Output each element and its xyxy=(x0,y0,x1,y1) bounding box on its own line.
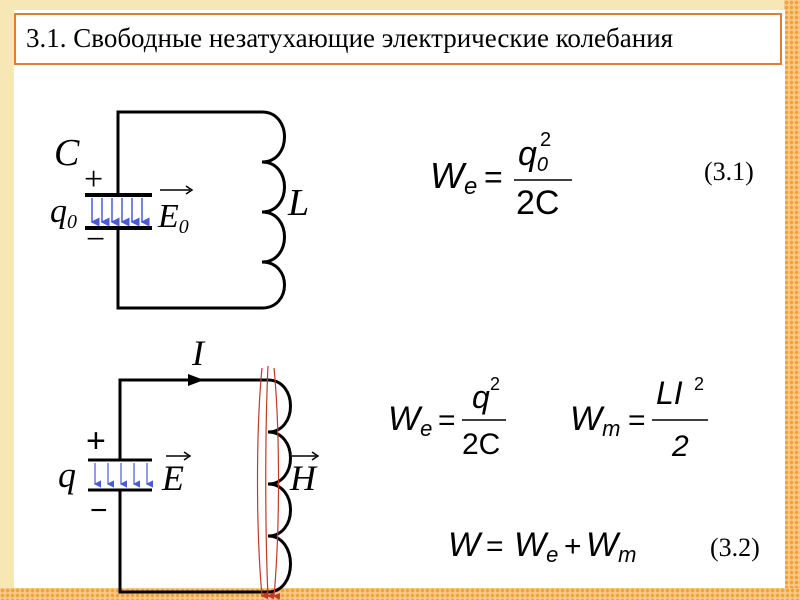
circuit1-capacitor-label: C xyxy=(54,132,80,174)
circuit1-plus-sign: + xyxy=(84,161,103,198)
eqtotal-wm-sub: m xyxy=(618,542,636,567)
slide-background xyxy=(14,10,785,588)
equation-wm: Wm = LI 2 2 xyxy=(570,374,708,463)
circuit1-wire-bottom xyxy=(116,228,262,310)
magnetic-field-lines xyxy=(256,365,281,600)
eq1-lhs-sub: e xyxy=(464,173,477,200)
title-box: 3.1. Свободные незатухающие электрически… xyxy=(14,13,782,65)
circuit2-minus-sign: − xyxy=(90,494,108,527)
eqtotal-w: W xyxy=(448,526,483,564)
magnetic-field-label: H xyxy=(289,458,318,498)
eqwe-num-sup: 2 xyxy=(490,374,500,394)
circuit2-wire-top xyxy=(118,378,268,460)
eqwm-num-sup: 2 xyxy=(694,374,704,394)
circuit2-wire-bottom xyxy=(118,490,268,594)
circuit1-charge-sub: 0 xyxy=(67,211,77,233)
circuit1-inductor-coil xyxy=(261,110,286,310)
circuit1-charge-label: q0 xyxy=(50,193,77,233)
eqtotal-equals: = xyxy=(486,530,504,563)
eqwe-numerator: q xyxy=(472,379,490,415)
eq1-num-q: q xyxy=(518,135,537,173)
eqwe-lhs: We xyxy=(388,400,432,441)
current-arrow-icon xyxy=(188,374,204,386)
eq1-num-sup: 2 xyxy=(540,129,551,151)
circuit1-minus-sign: − xyxy=(86,221,105,258)
eqwm-numerator: LI xyxy=(656,375,683,411)
circuit1-field-lines xyxy=(90,198,150,227)
eqtotal-plus: + xyxy=(564,530,582,563)
eqwe-lhs-sub: e xyxy=(420,416,432,441)
eq1-numerator: q0 xyxy=(518,135,548,176)
eqwe-lhs-w: W xyxy=(388,400,423,438)
eq2-number: (3.2) xyxy=(710,533,760,562)
circuit2-current-label: I xyxy=(191,333,206,373)
circuit2-field-label: E xyxy=(161,458,184,498)
equation-3-1: We = q0 2 2C xyxy=(430,129,572,222)
eq1-denominator: 2C xyxy=(516,184,559,222)
circuit1-charge-q: q xyxy=(50,193,67,230)
circuit1-wire-top xyxy=(116,110,262,195)
circuit2-field-lines xyxy=(93,463,153,488)
circuit2-field-label-group: E xyxy=(161,451,192,498)
eqwm-equals: = xyxy=(628,404,646,437)
eqtotal-wm-w: W xyxy=(586,526,621,564)
circuit1-field-E: E xyxy=(157,198,179,235)
circuit1-field-sub: 0 xyxy=(179,216,189,238)
magnetic-label-group: H xyxy=(289,451,320,498)
eqwm-denominator: 2 xyxy=(671,430,689,463)
circuit-1 xyxy=(85,110,286,310)
eq1-lhs: We xyxy=(430,155,477,200)
circuit1-inductor-label: L xyxy=(287,182,309,224)
eqtotal-wm: Wm xyxy=(586,526,636,567)
slide-title: 3.1. Свободные незатухающие электрически… xyxy=(26,23,674,53)
circuit2-inductor-coil xyxy=(267,378,292,594)
eq1-lhs-w: W xyxy=(430,155,467,196)
circuit1-field-label: E0 xyxy=(157,198,189,238)
circuit-2 xyxy=(88,378,292,594)
eqwm-lhs-w: W xyxy=(570,400,605,438)
eqwe-equals: = xyxy=(438,404,456,437)
eqwe-denominator: 2C xyxy=(462,428,500,461)
eq1-num-sub: 0 xyxy=(537,154,548,176)
frame-right-border xyxy=(784,0,800,600)
eq1-equals: = xyxy=(484,159,503,195)
eqtotal-we-sub: e xyxy=(546,542,558,567)
eqtotal-we-w: W xyxy=(514,526,549,564)
eqwm-lhs: Wm xyxy=(570,400,620,441)
circuit2-plus-sign: + xyxy=(86,422,106,460)
circuit2-charge-label: q xyxy=(58,455,76,495)
eq1-number: (3.1) xyxy=(704,157,754,186)
circuit1-field-label-group: E0 xyxy=(157,185,194,238)
eqwm-lhs-sub: m xyxy=(602,416,620,441)
eqtotal-we: We xyxy=(514,526,558,567)
equation-we: We = q 2 2C xyxy=(388,374,506,461)
equation-3-2: W = We + Wm xyxy=(448,526,636,567)
